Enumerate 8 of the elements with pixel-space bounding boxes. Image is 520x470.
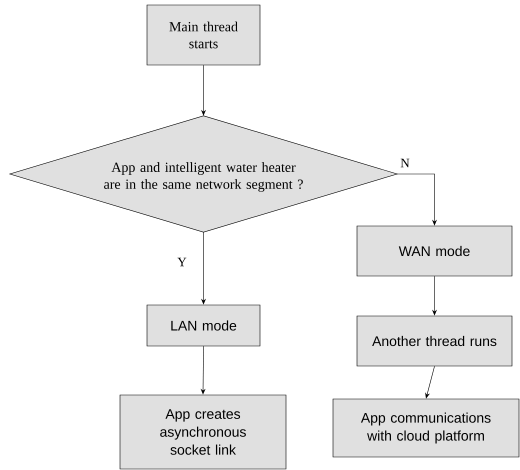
process-box: Main thread starts	[146, 4, 260, 66]
process-box: Another thread runs	[356, 316, 512, 366]
process-box: App communications with cloud platform	[332, 398, 520, 458]
edge-label: N	[399, 158, 411, 168]
process-box: App creates asynchronous socket link	[120, 394, 286, 470]
process-box: WAN mode	[356, 226, 512, 276]
edge-label: Y	[176, 256, 188, 268]
process-box: LAN mode	[146, 304, 260, 346]
